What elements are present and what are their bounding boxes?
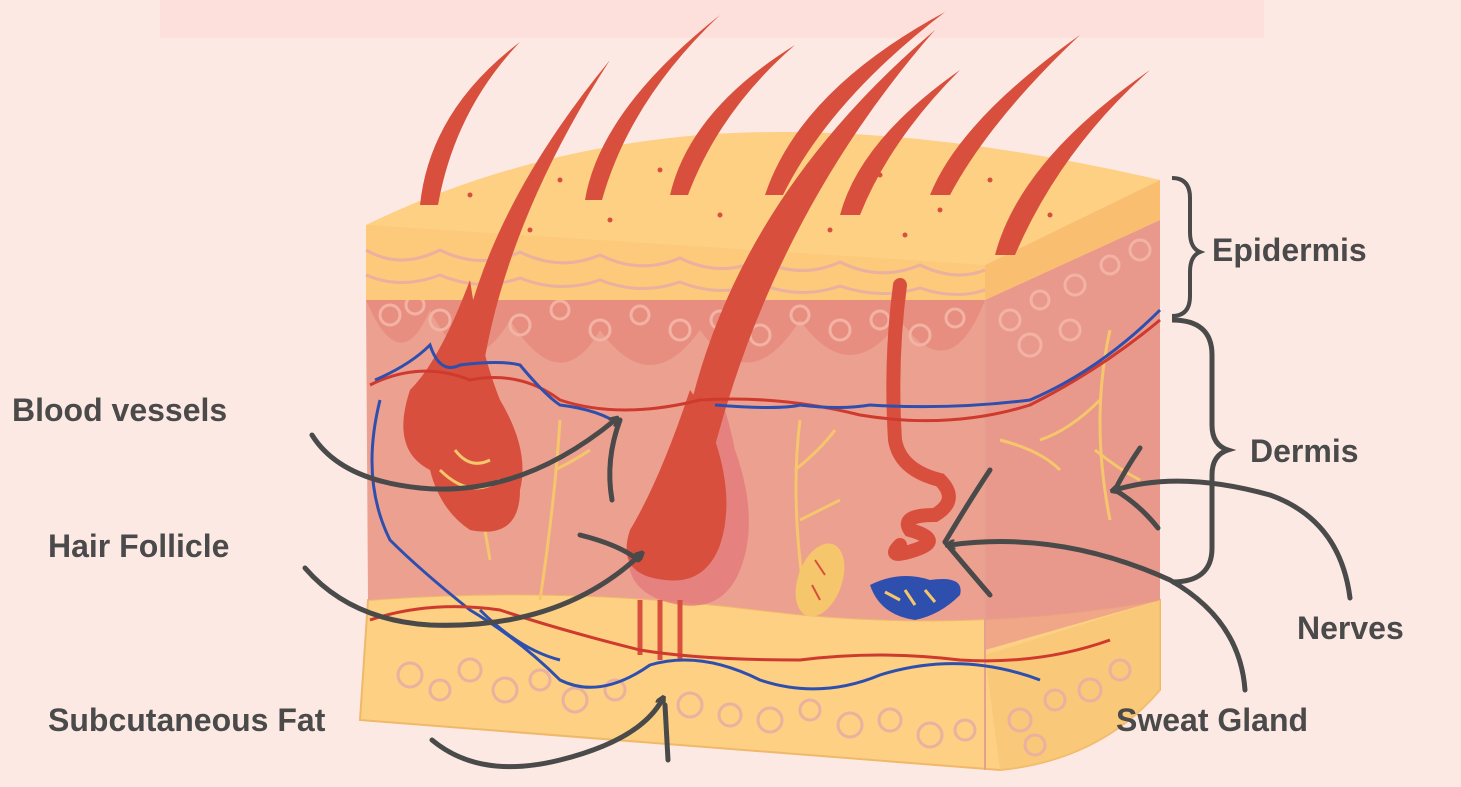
dermis-brace: [1172, 320, 1228, 582]
blood-vessels-label: Blood vessels: [12, 394, 227, 426]
epidermis-brace: [1172, 178, 1200, 316]
subcutaneous-fat-arrow-2: [665, 705, 668, 760]
dermis-label: Dermis: [1250, 435, 1359, 467]
subcutaneous-fat-label: Subcutaneous Fat: [48, 704, 325, 736]
epidermis-label: Epidermis: [1212, 234, 1367, 266]
nerves-label: Nerves: [1297, 612, 1404, 644]
hair-follicle-label: Hair Follicle: [48, 530, 229, 562]
sweat-gland-label: Sweat Gland: [1116, 704, 1308, 736]
